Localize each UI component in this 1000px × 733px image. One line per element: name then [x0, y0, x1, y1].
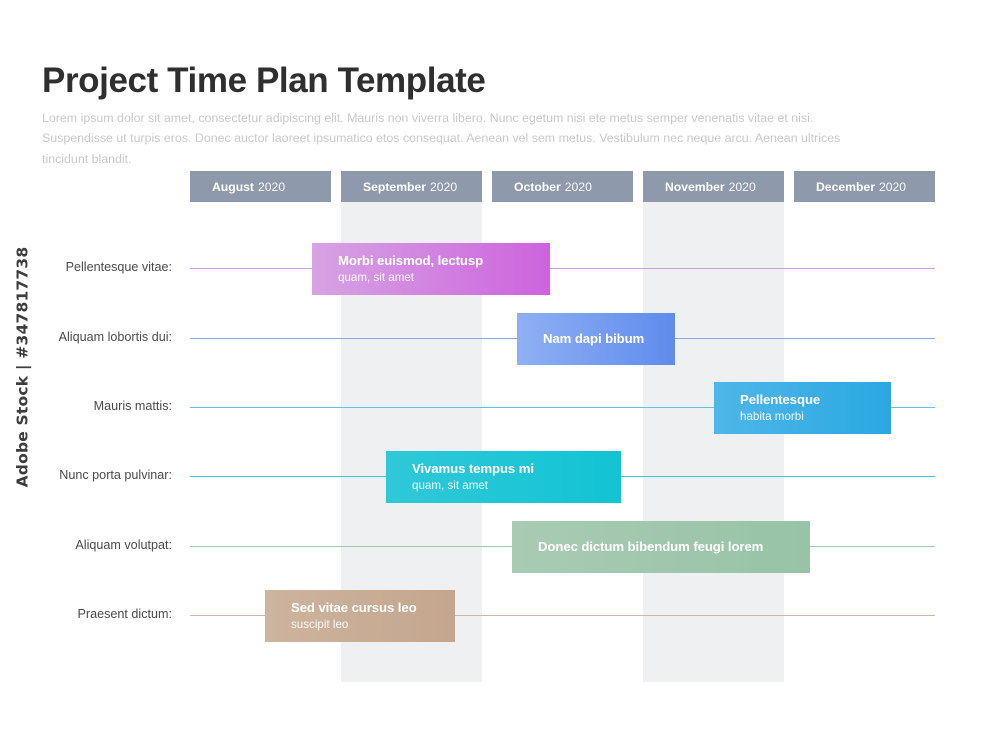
- page-title: Project Time Plan Template: [42, 61, 486, 101]
- adobe-stock-watermark: Adobe Stock | #347817738: [0, 0, 44, 733]
- month-band-november: [643, 202, 784, 682]
- month-name: December: [816, 179, 875, 194]
- month-name: August: [212, 179, 254, 194]
- month-name: October: [514, 179, 561, 194]
- task-title: Sed vitae cursus leo: [291, 599, 417, 615]
- row-label-6: Praesent dictum:: [77, 607, 173, 621]
- row-label-2: Aliquam lobortis dui:: [58, 330, 172, 344]
- month-year: 2020: [430, 179, 458, 194]
- row-baseline: [190, 615, 935, 617]
- row-baseline: [190, 268, 935, 270]
- task-title: Pellentesque: [740, 391, 821, 407]
- month-year: 2020: [878, 179, 907, 194]
- task-bar-4[interactable]: Vivamus tempus mi quam, sit amet: [386, 451, 621, 503]
- task-title: Morbi euismod, lectusp: [338, 252, 484, 268]
- task-bar-6[interactable]: Sed vitae cursus leo suscipit leo: [265, 590, 455, 642]
- task-subtitle: quam, sit amet: [412, 479, 489, 493]
- month-name: September: [363, 179, 426, 194]
- task-title: Nam dapi bibum: [543, 330, 645, 346]
- task-title: Vivamus tempus mi: [412, 460, 534, 476]
- task-subtitle: quam, sit amet: [338, 271, 415, 285]
- row-label-5: Aliquam volutpat:: [75, 538, 172, 552]
- task-bar-5[interactable]: Donec dictum bibendum feugi lorem: [512, 521, 810, 573]
- task-bar-2[interactable]: Nam dapi bibum: [517, 313, 675, 365]
- task-bar-1[interactable]: Morbi euismod, lectusp quam, sit amet: [312, 243, 550, 295]
- page-description: Lorem ipsum dolor sit amet, consectetur …: [42, 111, 841, 166]
- row-label-3: Mauris mattis:: [93, 399, 172, 413]
- task-subtitle: habita morbi: [740, 410, 804, 424]
- row-label-1: Pellentesque vitae:: [65, 260, 172, 274]
- task-subtitle: suscipit leo: [291, 618, 349, 632]
- month-year: 2020: [728, 179, 756, 194]
- gantt-chart: Pellentesque vitae: Aliquam lobortis dui:…: [59, 171, 935, 682]
- task-title: Donec dictum bibendum feugi lorem: [538, 538, 764, 554]
- month-year: 2020: [564, 179, 592, 194]
- month-name: November: [665, 179, 725, 194]
- task-bar-3[interactable]: Pellentesque habita morbi: [714, 382, 891, 434]
- row-label-4: Nunc porta pulvinar:: [59, 468, 172, 482]
- month-year: 2020: [257, 179, 286, 194]
- month-header-september: September 2020: [341, 171, 482, 202]
- row-baseline: [190, 407, 935, 409]
- watermark-text: Adobe Stock | #347817738: [13, 246, 31, 487]
